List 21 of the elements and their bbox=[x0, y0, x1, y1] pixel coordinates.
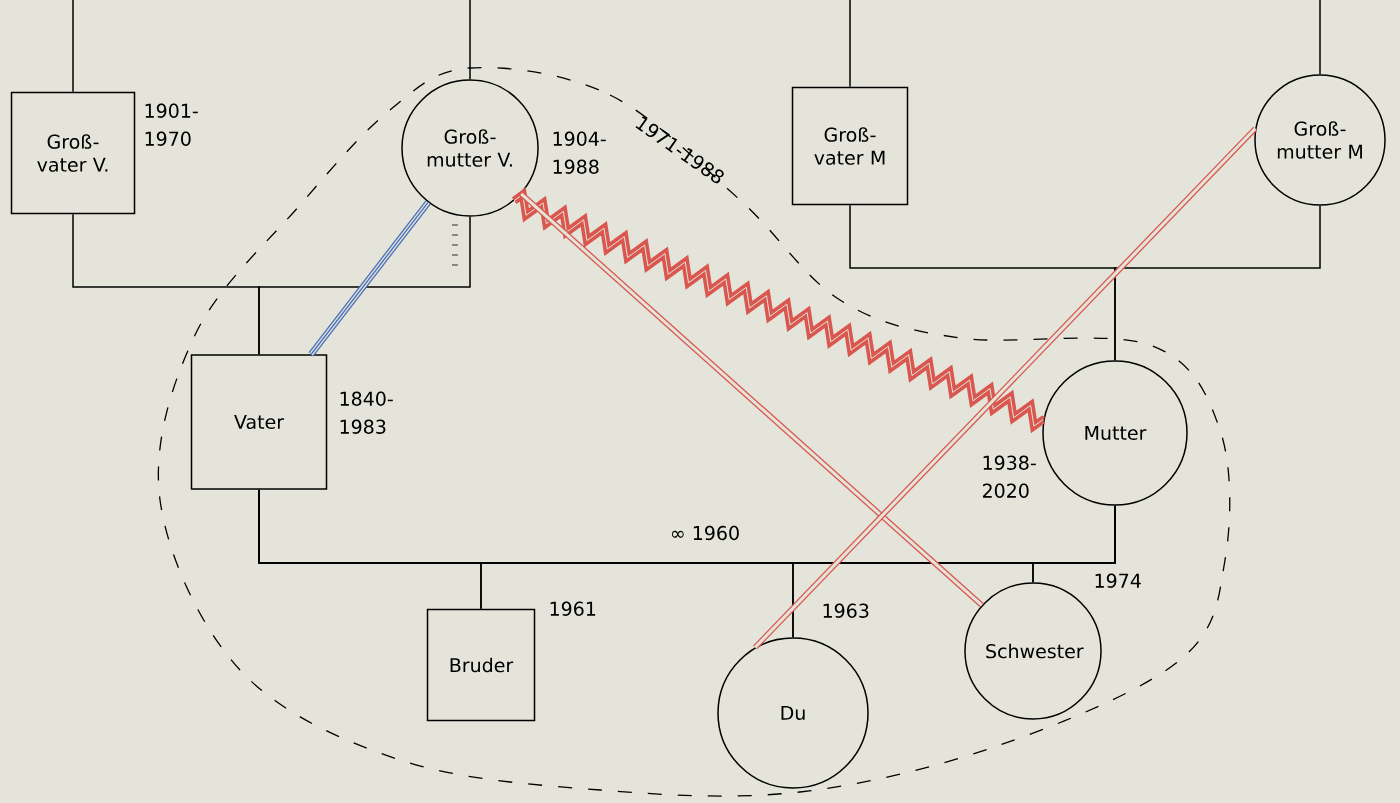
year-label: 1840- 1983 bbox=[340, 391, 393, 434]
relationship-line bbox=[753, 126, 1258, 650]
year-label: 1938- 2020 bbox=[982, 455, 1036, 498]
person-box: Vater bbox=[190, 354, 328, 490]
person-box: Groß- vater M bbox=[791, 86, 909, 206]
conflict-line bbox=[512, 187, 1047, 434]
lineage-line bbox=[849, 0, 851, 88]
relationship-line bbox=[519, 191, 984, 608]
family-line bbox=[1114, 205, 1321, 361]
year-label: 1904- 1988 bbox=[553, 131, 606, 174]
lineage-line bbox=[1319, 0, 1321, 75]
family-line bbox=[1032, 505, 1116, 583]
family-line bbox=[258, 216, 471, 355]
person-box: Groß- vater V. bbox=[10, 91, 136, 215]
lineage-line bbox=[72, 0, 74, 93]
year-label: 1901- 1970 bbox=[145, 103, 198, 146]
year-label: 1963 bbox=[823, 603, 869, 618]
lineage-line bbox=[469, 0, 471, 80]
person-box: Bruder bbox=[426, 608, 536, 722]
year-label: 1961 bbox=[550, 601, 596, 616]
relationship-line bbox=[308, 200, 431, 357]
